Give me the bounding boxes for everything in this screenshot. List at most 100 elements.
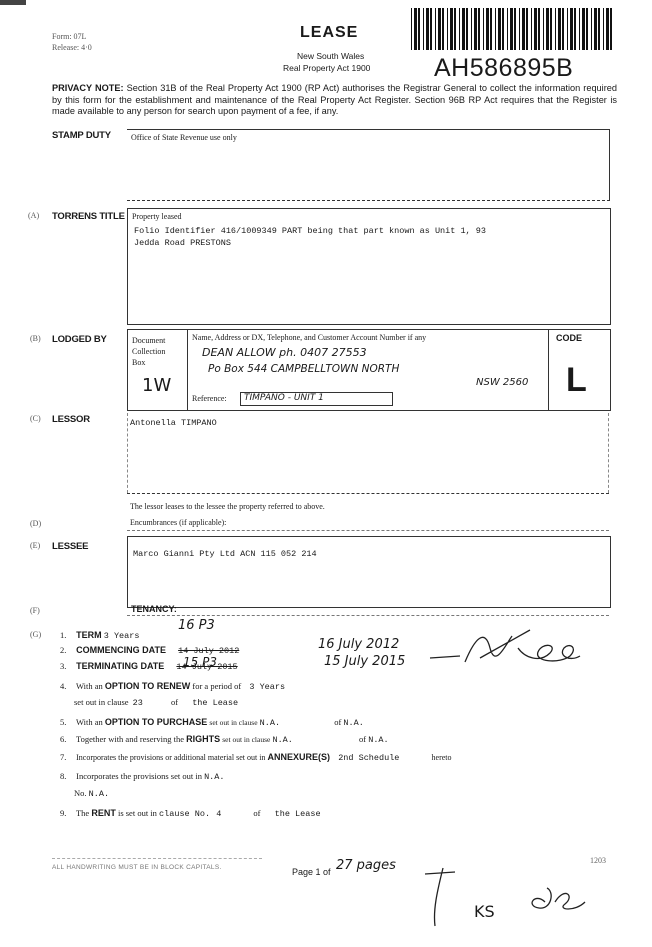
- lodger-state-handwritten: NSW 2560: [476, 377, 529, 388]
- scan-artifact: [0, 0, 26, 5]
- purchase-label: OPTION TO PURCHASE: [104, 717, 208, 727]
- rights-label: RIGHTS: [186, 734, 221, 744]
- rights-of: of: [359, 734, 367, 744]
- provisions-no-value: N.A.: [88, 789, 110, 799]
- renew-clause-row: set out in clause 23 of the Lease: [74, 697, 238, 708]
- provisions-value: N.A.: [204, 772, 225, 782]
- terminating-label: TERMINATING DATE: [76, 661, 165, 671]
- lodged-divider-2: [548, 330, 549, 410]
- purchase-value: N.A.: [259, 718, 281, 728]
- rent-num: 4: [216, 809, 222, 819]
- annexure-suffix: hereto: [431, 753, 452, 762]
- term-value: 3 Years: [103, 631, 140, 641]
- provisions-no-label: No.: [74, 788, 87, 798]
- marker-a: (A): [28, 211, 40, 220]
- rent-row: 9. The RENT is set out in clause No. 4 o…: [60, 808, 321, 819]
- lodged-by-box: Document Collection Box 1W Name, Address…: [127, 329, 611, 411]
- rent-clause: clause No.: [159, 809, 211, 819]
- commencing-handwritten: 16 July 2012: [318, 637, 400, 652]
- rent-mid: is set out in: [117, 808, 157, 818]
- provisions-prefix: Incorporates the provisions set out in: [76, 771, 202, 781]
- rights-number: 6.: [60, 734, 67, 744]
- renew-clause: 23: [132, 698, 143, 708]
- renew-the-lease: the Lease: [192, 698, 239, 708]
- purchase-prefix: With an: [75, 717, 103, 727]
- form-subtitle-act: Real Property Act 1900: [283, 63, 371, 73]
- name-address-label: Name, Address or DX, Telephone, and Cust…: [192, 333, 427, 342]
- term-number: 1.: [60, 630, 67, 640]
- page-count-handwritten: 27 pages: [336, 858, 396, 873]
- privacy-note: PRIVACY NOTE: Section 31B of the Real Pr…: [52, 83, 617, 118]
- terminating-value: 14 July 2015: [176, 662, 238, 672]
- provisions-row: 8. Incorporates the provisions set out i…: [60, 771, 224, 782]
- terminating-row: 3. TERMINATING DATE 14 July 2015: [60, 661, 238, 672]
- tenancy-label: TENANCY:: [131, 604, 177, 614]
- encumbrances-label: Encumbrances (if applicable):: [130, 518, 227, 527]
- lodged-divider-1: [187, 330, 188, 410]
- terminating-handwritten-above: 15 P3: [183, 655, 217, 669]
- annexure-number: 7.: [60, 752, 67, 762]
- stamp-duty-note: Office of State Revenue use only: [131, 133, 237, 142]
- commencing-row: 2. COMMENCING DATE 14 July 2012: [60, 645, 239, 656]
- torrens-title-label: TORRENS TITLE: [52, 211, 125, 222]
- footer-initials-scribble: [424, 867, 586, 927]
- box-label: Box: [132, 358, 146, 367]
- terminating-handwritten: 15 July 2015: [324, 654, 406, 669]
- lessee-box: Marco Gianni Pty Ltd ACN 115 052 214: [127, 536, 611, 608]
- lessor-left-guide: [127, 413, 128, 493]
- tenancy-line: [127, 615, 609, 616]
- dealing-number: AH586895B: [434, 54, 574, 82]
- stamp-duty-box: Office of State Revenue use only: [127, 129, 610, 201]
- purchase-row: 5. With an OPTION TO PURCHASE set out in…: [60, 717, 364, 728]
- lessor-label: LESSOR: [52, 414, 90, 425]
- property-leased-heading: Property leased: [132, 212, 182, 221]
- rights-prefix: Together with and reserving the: [75, 734, 184, 744]
- renew-number: 4.: [60, 681, 67, 691]
- footer-initials: KS: [474, 902, 495, 921]
- term-handwritten: 16 P3: [178, 618, 215, 633]
- annexure-label: ANNEXURE(S): [267, 752, 331, 762]
- rent-of: of: [253, 808, 261, 818]
- term-label: TERM: [76, 630, 102, 640]
- encumbrances-line: [127, 530, 609, 531]
- provisions-no-row: No. N.A.: [74, 788, 109, 799]
- renew-mid: for a period of: [192, 681, 242, 691]
- renew-row: 4. With an OPTION TO RENEW for a period …: [60, 681, 285, 692]
- rent-prefix: The: [75, 808, 90, 818]
- rent-label: RENT: [91, 808, 116, 818]
- property-description-line2: Jedda Road PRESTONS: [134, 238, 231, 248]
- provisions-number: 8.: [60, 771, 67, 781]
- rent-number: 9.: [60, 808, 67, 818]
- commencing-value: 14 July 2012: [178, 646, 240, 656]
- page-label: Page 1 of: [292, 867, 331, 877]
- renew-of: of: [170, 697, 179, 707]
- annexure-value: 2nd Schedule: [338, 753, 400, 763]
- form-title: LEASE: [300, 24, 359, 41]
- form-line: Form: 07L: [52, 32, 87, 41]
- lessee-label: LESSEE: [52, 541, 89, 552]
- form-subtitle-state: New South Wales: [297, 51, 365, 61]
- commencing-label: COMMENCING DATE: [76, 645, 166, 655]
- lessee-name: Marco Gianni Pty Ltd ACN 115 052 214: [133, 549, 317, 559]
- marker-c: (C): [30, 414, 41, 423]
- signature-scribble: [429, 629, 581, 663]
- lodged-by-label: LODGED BY: [52, 334, 107, 345]
- lodger-address-handwritten: Po Box 544 CAMPBELLTOWN NORTH: [208, 363, 400, 375]
- privacy-note-text: Section 31B of the Real Property Act 190…: [52, 83, 617, 116]
- marker-g: (G): [30, 630, 42, 639]
- commencing-number: 2.: [60, 645, 67, 655]
- release-line: Release: 4·0: [52, 43, 92, 52]
- code-value: L: [566, 361, 587, 399]
- renew-prefix: With an: [75, 681, 103, 691]
- lodger-name-handwritten: DEAN ALLOW ph. 0407 27553: [202, 346, 367, 359]
- purchase-of: of: [334, 717, 342, 727]
- rights-mid: set out in clause: [222, 735, 271, 744]
- privacy-note-label: PRIVACY NOTE:: [52, 83, 124, 93]
- barcode-image: [411, 8, 612, 50]
- collection-label: Collection: [132, 347, 166, 356]
- stamp-duty-label: STAMP DUTY: [52, 130, 111, 141]
- box-code-handwritten: 1W: [142, 375, 172, 396]
- marker-b: (B): [30, 334, 41, 343]
- purchase-mid: set out in clause: [209, 718, 258, 727]
- rights-row: 6. Together with and reserving the RIGHT…: [60, 734, 389, 745]
